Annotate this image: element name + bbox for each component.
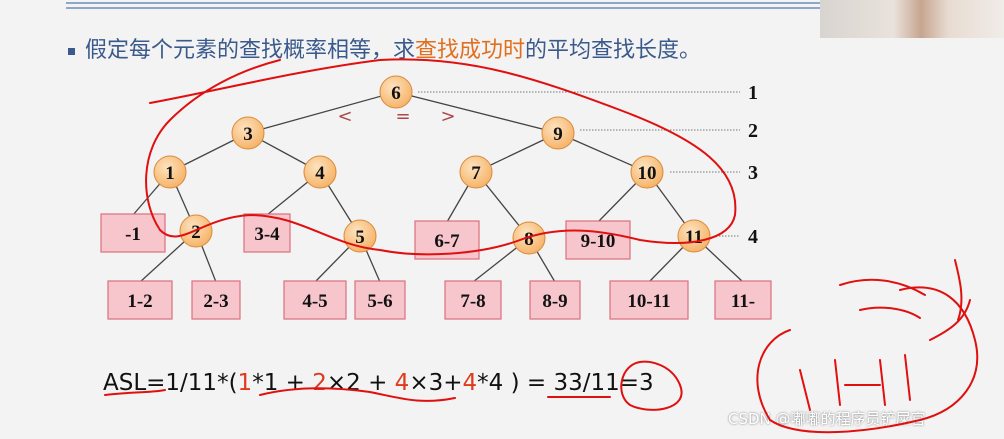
watermark: CSDN @嘟嘟的程序员铲屎官 <box>728 410 926 428</box>
failure-box-label: 6-7 <box>434 231 460 252</box>
comparison-mark: < <box>337 106 352 127</box>
tree-edge <box>247 91 397 134</box>
failure-box <box>444 280 502 320</box>
failure-box <box>529 280 581 320</box>
tree-node-label: 1 <box>165 163 175 184</box>
failure-box-label: 9-10 <box>581 231 616 252</box>
tree-node-label: 6 <box>391 83 401 104</box>
failure-box <box>283 280 347 320</box>
failure-box-label: 2-3 <box>203 291 228 312</box>
tree-node-label: 2 <box>191 222 201 243</box>
failure-box-label: 11- <box>731 291 755 312</box>
header-rule <box>66 7 822 9</box>
failure-box <box>354 280 406 320</box>
failure-box-label: 5-6 <box>367 291 392 312</box>
failure-box-label: -1 <box>125 224 141 245</box>
level-label: 2 <box>748 120 758 142</box>
bullet-icon <box>68 47 75 55</box>
failure-box-label: 1-2 <box>127 291 152 312</box>
tree-node-label: 3 <box>243 124 253 145</box>
failure-box-label: 4-5 <box>302 291 327 312</box>
tree-node-label: 9 <box>553 124 563 145</box>
asl-formula: ASL=1/11*(1*1 + 2×2 + 4×3+4*4 ) = 33/11=… <box>103 370 654 396</box>
webcam-overlay <box>820 0 1004 38</box>
level-label: 3 <box>748 162 758 184</box>
failure-box-label: 10-11 <box>627 291 670 312</box>
tree-node-label: 11 <box>685 227 703 248</box>
tree-edge <box>395 91 559 134</box>
tree-node-label: 4 <box>315 163 325 184</box>
tree-node-label: 8 <box>524 229 534 250</box>
tree-node-label: 7 <box>471 163 481 184</box>
failure-box <box>107 280 173 320</box>
tree-node-label: 10 <box>638 163 657 184</box>
level-label: 1 <box>748 82 758 104</box>
header-rule <box>66 2 822 4</box>
failure-box-label: 7-8 <box>460 291 485 312</box>
comparison-mark: = <box>395 106 410 127</box>
comparison-mark: > <box>440 106 455 127</box>
failure-box <box>609 280 689 320</box>
level-label: 4 <box>748 226 758 248</box>
failure-box <box>191 280 241 320</box>
tree-node-label: 5 <box>355 227 365 248</box>
failure-box-label: 3-4 <box>254 224 280 245</box>
failure-box-label: 8-9 <box>542 291 567 312</box>
